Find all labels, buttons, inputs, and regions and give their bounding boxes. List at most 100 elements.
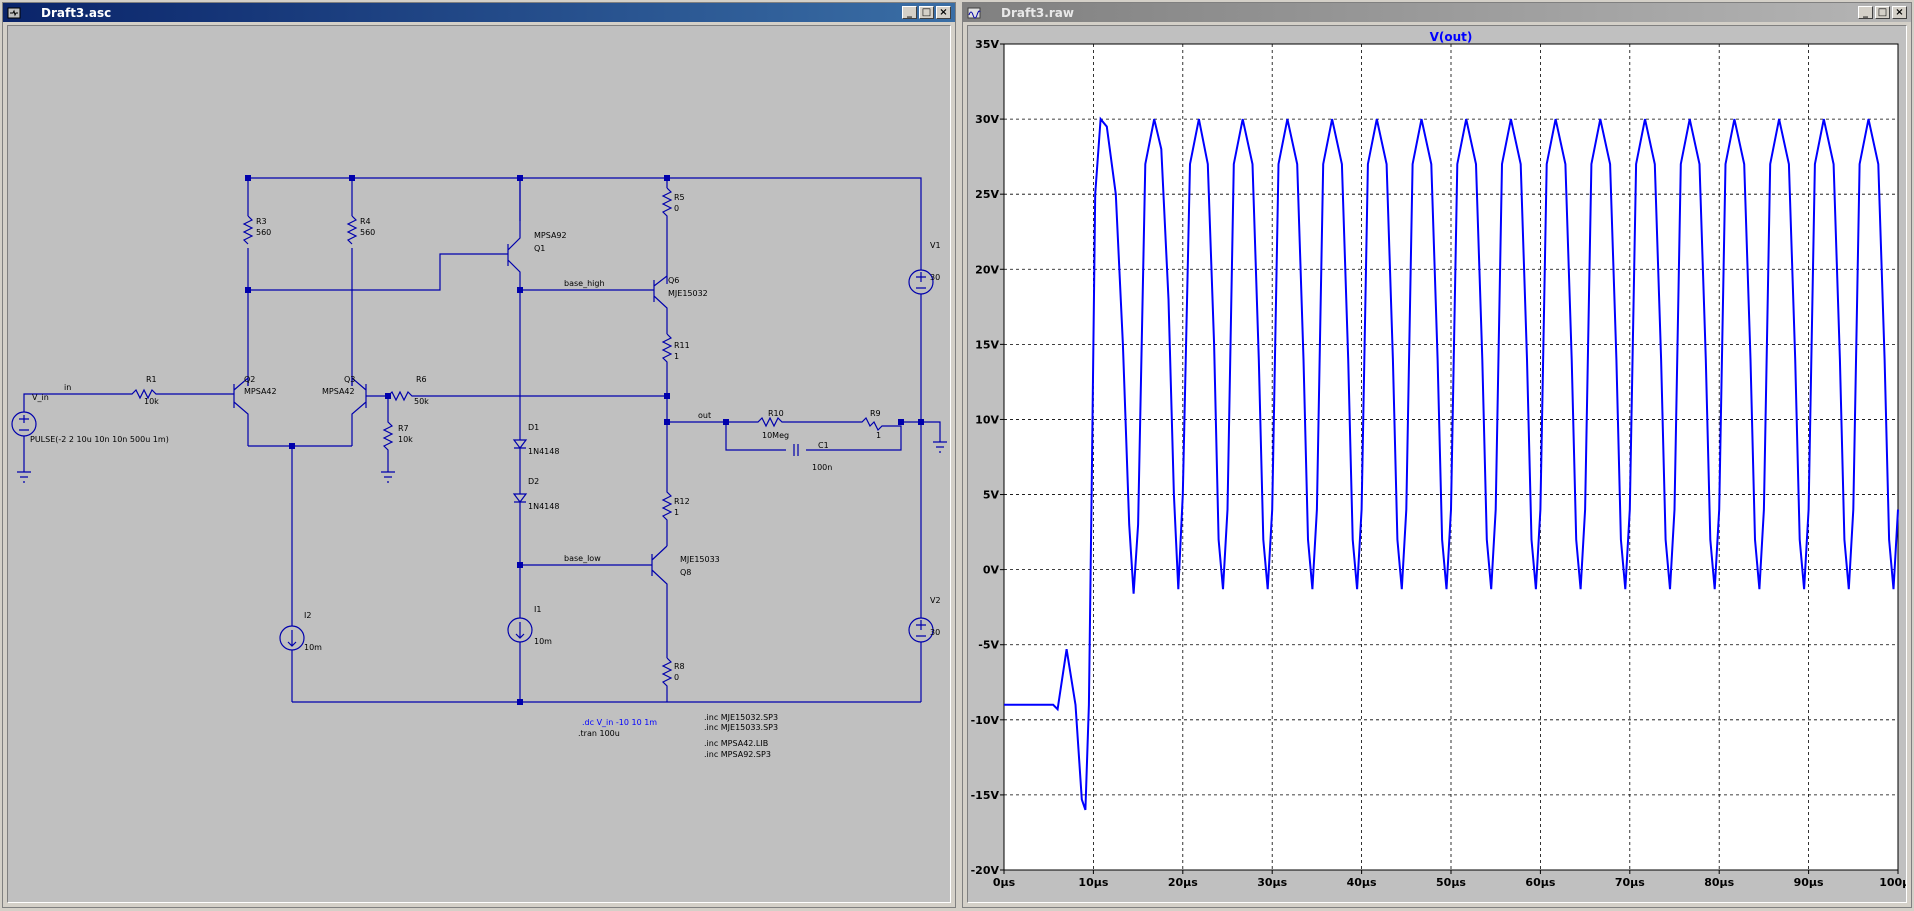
net-label-base-high: base_high xyxy=(564,279,605,288)
schematic-window[interactable]: Draft3.asc _ □ × xyxy=(2,2,956,908)
net-label-out: out xyxy=(698,411,711,420)
value-r7: 10k xyxy=(398,435,413,444)
ref-r3: R3 xyxy=(256,217,267,226)
ref-r12: R12 xyxy=(674,497,690,506)
x-tick-label: 20µs xyxy=(1168,876,1198,889)
trace-title[interactable]: V(out) xyxy=(1430,30,1473,44)
ref-r5: R5 xyxy=(674,193,685,202)
x-tick-label: 60µs xyxy=(1525,876,1555,889)
ref-c1: C1 xyxy=(818,441,829,450)
directive-dc: .dc V_in -10 10 1m xyxy=(582,718,657,727)
waveform-window[interactable]: Draft3.raw _ □ × 35V 30V 25V 20V 15V 10V 5V 0V -… xyxy=(962,2,1912,908)
ref-vin: V_in xyxy=(32,393,49,402)
x-tick-label: 40µs xyxy=(1347,876,1377,889)
value-v2: 30 xyxy=(930,628,940,637)
x-tick-label: 50µs xyxy=(1436,876,1466,889)
x-axis-ticks: 0µs 10µs 20µs 30µs 40µs 50µs 60µs 70µs 80µs 90µs 1… xyxy=(993,870,1907,889)
directive-tran: .tran 100u xyxy=(578,729,620,738)
ref-r4: R4 xyxy=(360,217,371,226)
value-q2: MPSA42 xyxy=(244,387,277,396)
maximize-button[interactable]: □ xyxy=(1875,6,1890,19)
value-r4: 560 xyxy=(360,228,375,237)
x-tick-label: 70µs xyxy=(1615,876,1645,889)
ref-r11: R11 xyxy=(674,341,690,350)
include-mje15032: .inc MJE15032.SP3 xyxy=(704,713,778,722)
value-r12: 1 xyxy=(674,508,679,517)
close-button[interactable]: × xyxy=(936,6,951,19)
value-q1: MPSA92 xyxy=(534,231,567,240)
value-r3: 560 xyxy=(256,228,271,237)
schematic-canvas[interactable]: in base_high base_low out R1 10k R3 560 … xyxy=(7,25,951,903)
value-q6: MJE15032 xyxy=(668,289,708,298)
value-r6: 50k xyxy=(414,397,429,406)
ref-q6: Q6 xyxy=(668,276,679,285)
value-i2: 10m xyxy=(304,643,322,652)
value-v1: 30 xyxy=(930,273,940,282)
value-r10: 10Meg xyxy=(762,431,789,440)
schematic-titlebar[interactable]: Draft3.asc _ □ × xyxy=(3,3,955,22)
x-tick-label: 100µs xyxy=(1879,876,1907,889)
x-tick-label: 80µs xyxy=(1704,876,1734,889)
value-r8: 0 xyxy=(674,673,679,682)
ref-i2: I2 xyxy=(304,611,311,620)
ref-r7: R7 xyxy=(398,424,409,433)
value-r1: 10k xyxy=(144,397,159,406)
value-q8: MJE15033 xyxy=(680,555,720,564)
close-button[interactable]: × xyxy=(1892,6,1907,19)
trace-vout[interactable] xyxy=(1004,116,1899,811)
waveform-titlebar[interactable]: Draft3.raw _ □ × xyxy=(963,3,1911,22)
schematic-doc-icon xyxy=(7,7,21,19)
ref-r8: R8 xyxy=(674,662,685,671)
ref-q8: Q8 xyxy=(680,568,691,577)
y-tick-label: 15V xyxy=(975,338,999,351)
value-d1: 1N4148 xyxy=(528,447,559,456)
minimize-button[interactable]: _ xyxy=(1858,6,1873,19)
net-label-base-low: base_low xyxy=(564,554,601,563)
y-tick-label: -10V xyxy=(971,714,1000,727)
include-mje15033: .inc MJE15033.SP3 xyxy=(704,723,778,732)
value-i1: 10m xyxy=(534,637,552,646)
ref-d2: D2 xyxy=(528,477,539,486)
ref-d1: D1 xyxy=(528,423,539,432)
ref-v1: V1 xyxy=(930,241,941,250)
y-tick-label: 0V xyxy=(983,564,1000,577)
ref-r10: R10 xyxy=(768,409,784,418)
value-r5: 0 xyxy=(674,204,679,213)
ref-q1: Q1 xyxy=(534,244,545,253)
ref-i1: I1 xyxy=(534,605,541,614)
ref-q2: Q2 xyxy=(244,375,255,384)
value-q3: MPSA42 xyxy=(322,387,355,396)
x-tick-label: 0µs xyxy=(993,876,1016,889)
include-mpsa42: .inc MPSA42.LIB xyxy=(704,739,768,748)
include-mpsa92: .inc MPSA92.SP3 xyxy=(704,750,771,759)
x-tick-label: 30µs xyxy=(1257,876,1287,889)
y-tick-label: 35V xyxy=(975,38,999,51)
minimize-button[interactable]: _ xyxy=(902,6,917,19)
ref-r9: R9 xyxy=(870,409,881,418)
x-tick-label: 90µs xyxy=(1794,876,1824,889)
waveform-doc-icon xyxy=(967,7,981,19)
waveform-window-title: Draft3.raw xyxy=(1001,5,1074,20)
ref-v2: V2 xyxy=(930,596,941,605)
ref-q3: Q3 xyxy=(344,375,355,384)
value-c1: 100n xyxy=(812,463,832,472)
y-tick-label: 20V xyxy=(975,263,999,276)
ref-r6: R6 xyxy=(416,375,427,384)
maximize-button[interactable]: □ xyxy=(919,6,934,19)
value-r11: 1 xyxy=(674,352,679,361)
y-tick-label: -15V xyxy=(971,789,1000,802)
y-tick-label: 10V xyxy=(975,413,999,426)
x-tick-label: 10µs xyxy=(1078,876,1108,889)
y-tick-label: 5V xyxy=(983,489,1000,502)
schematic-window-title: Draft3.asc xyxy=(41,5,112,20)
value-vin: PULSE(-2 2 10u 10n 10n 500u 1m) xyxy=(30,435,169,444)
value-r9: 1 xyxy=(876,431,881,440)
y-tick-label: 25V xyxy=(975,188,999,201)
y-tick-label: 30V xyxy=(975,113,999,126)
plot-grid xyxy=(1004,44,1898,870)
ref-r1: R1 xyxy=(146,375,157,384)
y-tick-label: -5V xyxy=(978,639,999,652)
